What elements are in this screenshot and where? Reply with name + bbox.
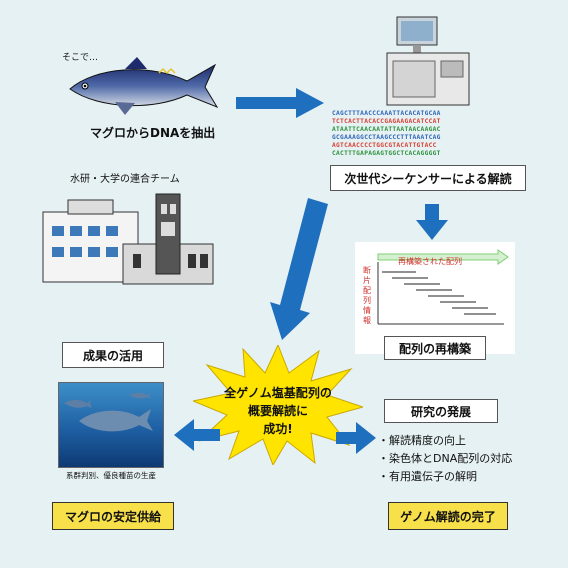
- photo-fish-shapes: [64, 392, 153, 432]
- success-burst: [193, 345, 363, 465]
- dna-sequence-text: CAGCTTTAACCCAAATTACACATGCAA TCTCACTTACAC…: [332, 110, 441, 158]
- arrow-to-sequencer: [236, 88, 324, 118]
- photo-caption: 系群判別、優良種苗の生産: [66, 471, 156, 480]
- burst-line-3: 成功!: [263, 422, 293, 436]
- research-buildings-illustration: [42, 193, 214, 285]
- reassembly-label-box: 配列の再構築: [384, 336, 486, 360]
- seq-line: TCTCACTTACACCGAGAAGACATCCAT: [332, 118, 441, 125]
- sequencer-label-box: 次世代シーケンサーによる解読: [330, 165, 526, 191]
- tuna-caption: マグロからDNAを抽出: [90, 126, 216, 140]
- arrow-down-to-reassembly: [416, 204, 448, 240]
- seq-line: GCGAAAGGCCTAAGCCCTTTAAATCAG: [332, 134, 441, 141]
- seq-line: CAGCTTTAACCCAAATTACACATGCAA: [332, 110, 441, 117]
- team-caption: 水研・大学の連合チーム: [70, 174, 180, 185]
- tuna-photo: [58, 382, 164, 468]
- list-item: ・解読精度の向上: [378, 434, 466, 447]
- list-item: ・有用遺伝子の解明: [378, 470, 477, 483]
- reconstructed-label: 再構築された配列: [398, 257, 462, 266]
- intro-text: そこで…: [62, 53, 99, 63]
- arrow-to-burst: [270, 198, 328, 340]
- arrow-left-to-supply: [174, 419, 220, 451]
- supply-label-box: マグロの安定供給: [52, 502, 174, 530]
- seq-line: AGTCAACCCCTGGCGTACATTGTACC: [332, 142, 437, 149]
- burst-text: 全ゲノム塩基配列の 概要解読に 成功!: [208, 384, 348, 438]
- fragment-label: 断片配列情報: [363, 266, 371, 325]
- research-label-box: 研究の発展: [384, 399, 498, 423]
- seq-line: CACTTTGAPAGAGTGGCTCACAGGGGT: [332, 150, 441, 157]
- complete-label-box: ゲノム解読の完了: [388, 502, 508, 530]
- burst-line-2: 概要解読に: [247, 404, 308, 418]
- arrow-right-to-research: [336, 422, 376, 454]
- reassembly-panel: [355, 242, 515, 354]
- sequencer-machine-illustration: [386, 16, 470, 106]
- development-list: ・解読精度の向上 ・染色体とDNA配列の対応 ・有用遺伝子の解明: [378, 432, 512, 486]
- reassembly-chart: [377, 249, 509, 325]
- tuna-illustration: [69, 57, 219, 115]
- list-item: ・染色体とDNA配列の対応: [378, 452, 513, 465]
- seq-line: ATAATTCAACAATATTAATAACAAGAC: [332, 126, 441, 133]
- results-label-box: 成果の活用: [62, 342, 164, 368]
- burst-line-1: 全ゲノム塩基配列の: [224, 386, 332, 400]
